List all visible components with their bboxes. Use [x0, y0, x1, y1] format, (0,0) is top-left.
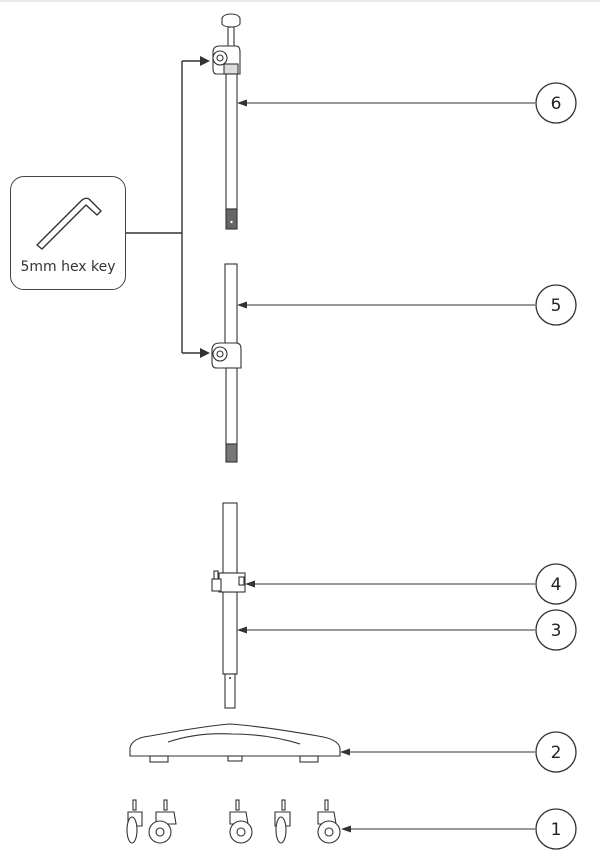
hex-key-tool-box: 5mm hex key [10, 176, 126, 290]
hex-key-label: 5mm hex key [20, 259, 116, 275]
part-4-bracket [211, 570, 246, 593]
part-6-top-pole [212, 13, 241, 230]
callout-3: 3 [237, 609, 577, 651]
hex-key-connector [126, 60, 200, 354]
callout-2: 2 [340, 731, 577, 773]
callout-number: 3 [551, 621, 562, 641]
top-divider [0, 0, 600, 2]
callout-number: 5 [551, 296, 562, 316]
callout-4: 4 [245, 563, 577, 605]
part-1-casters [126, 799, 341, 844]
callout-6: 6 [237, 82, 577, 124]
callout-number: 2 [551, 743, 562, 763]
arrow-to-lower-clamp [200, 348, 210, 358]
arrow-to-upper-clamp [200, 56, 210, 66]
hex-key-icon [36, 197, 102, 250]
callout-number: 1 [551, 820, 562, 840]
callout-number: 4 [551, 575, 562, 595]
part-3-lower-pole [222, 502, 238, 709]
callout-1: 1 [341, 808, 577, 850]
part-5-middle-pole [211, 263, 242, 463]
part-2-base [129, 723, 341, 763]
callout-number: 6 [551, 94, 562, 114]
callout-5: 5 [237, 284, 577, 326]
